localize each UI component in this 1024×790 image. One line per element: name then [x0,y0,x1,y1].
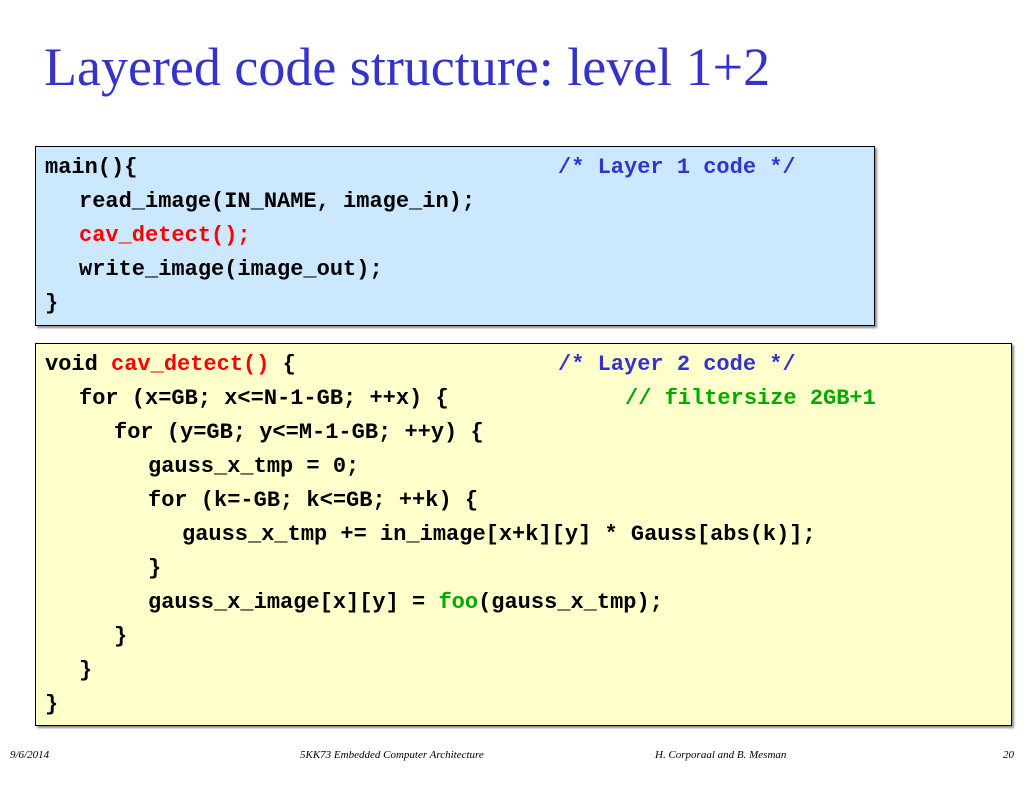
code-gauss-accumulate: gauss_x_tmp += in_image[x+k][y] * Gauss[… [182,522,816,547]
code-cav-detect-call: cav_detect(); [79,223,251,248]
footer-page-number: 20 [1003,749,1014,761]
code-read-image: read_image(IN_NAME, image_in); [79,189,476,214]
code-closing-brace: } [45,291,59,316]
code-line: } [36,620,1011,654]
code-line: for (y=GB; y<=M-1-GB; ++y) { [36,416,1011,450]
code-line: gauss_x_image[x][y] = foo(gauss_x_tmp); [36,586,1011,620]
code-for-k: for (k=-GB; k<=GB; ++k) { [148,488,479,513]
code-line: } [36,287,874,321]
footer-course: 5KK73 Embedded Computer Architecture [300,749,484,761]
code-line: cav_detect(); [36,219,874,253]
code-for-y: for (y=GB; y<=M-1-GB; ++y) { [114,420,484,445]
layer1-code-box: main(){ /* Layer 1 code */ read_image(IN… [35,146,875,326]
code-cav-detect-func: cav_detect() [111,352,270,377]
code-closing-brace: } [114,624,128,649]
slide-title: Layered code structure: level 1+2 [44,37,771,97]
code-write-image: write_image(image_out); [79,257,383,282]
code-line: gauss_x_tmp += in_image[x+k][y] * Gauss[… [36,518,1011,552]
code-line: for (k=-GB; k<=GB; ++k) { [36,484,1011,518]
layer1-comment: /* Layer 1 code */ [558,155,796,180]
code-line: write_image(image_out); [36,253,874,287]
code-line: gauss_x_tmp = 0; [36,450,1011,484]
code-closing-brace: } [45,692,59,717]
code-line: void cav_detect() { /* Layer 2 code */ [36,348,1011,382]
code-closing-brace: } [79,658,93,683]
code-line: main(){ /* Layer 1 code */ [36,151,874,185]
code-assign-rhs: (gauss_x_tmp); [478,590,663,615]
code-line: } [36,552,1011,586]
code-closing-brace: } [148,556,162,581]
footer-date: 9/6/2014 [10,749,50,761]
code-foo-func: foo [438,590,479,615]
filtersize-comment: // filtersize 2GB+1 [625,386,876,411]
code-line: } [36,654,1011,688]
code-assign-lhs: gauss_x_image[x][y] = [148,590,439,615]
code-line: read_image(IN_NAME, image_in); [36,185,874,219]
code-gauss-image-assign: gauss_x_image[x][y] = foo(gauss_x_tmp); [148,586,663,620]
code-line: } [36,688,1011,722]
code-line: for (x=GB; x<=N-1-GB; ++x) { // filtersi… [36,382,1011,416]
code-void-signature: void cav_detect() { [45,348,296,382]
code-open-brace: { [269,352,296,377]
footer-authors: H. Corporaal and B. Mesman [655,749,787,761]
layer2-comment: /* Layer 2 code */ [558,352,796,377]
code-main: main(){ [45,155,138,180]
layer2-code-box: void cav_detect() { /* Layer 2 code */ f… [35,343,1012,726]
code-gauss-init: gauss_x_tmp = 0; [148,454,360,479]
code-void: void [45,352,112,377]
code-for-x: for (x=GB; x<=N-1-GB; ++x) { [79,386,449,411]
